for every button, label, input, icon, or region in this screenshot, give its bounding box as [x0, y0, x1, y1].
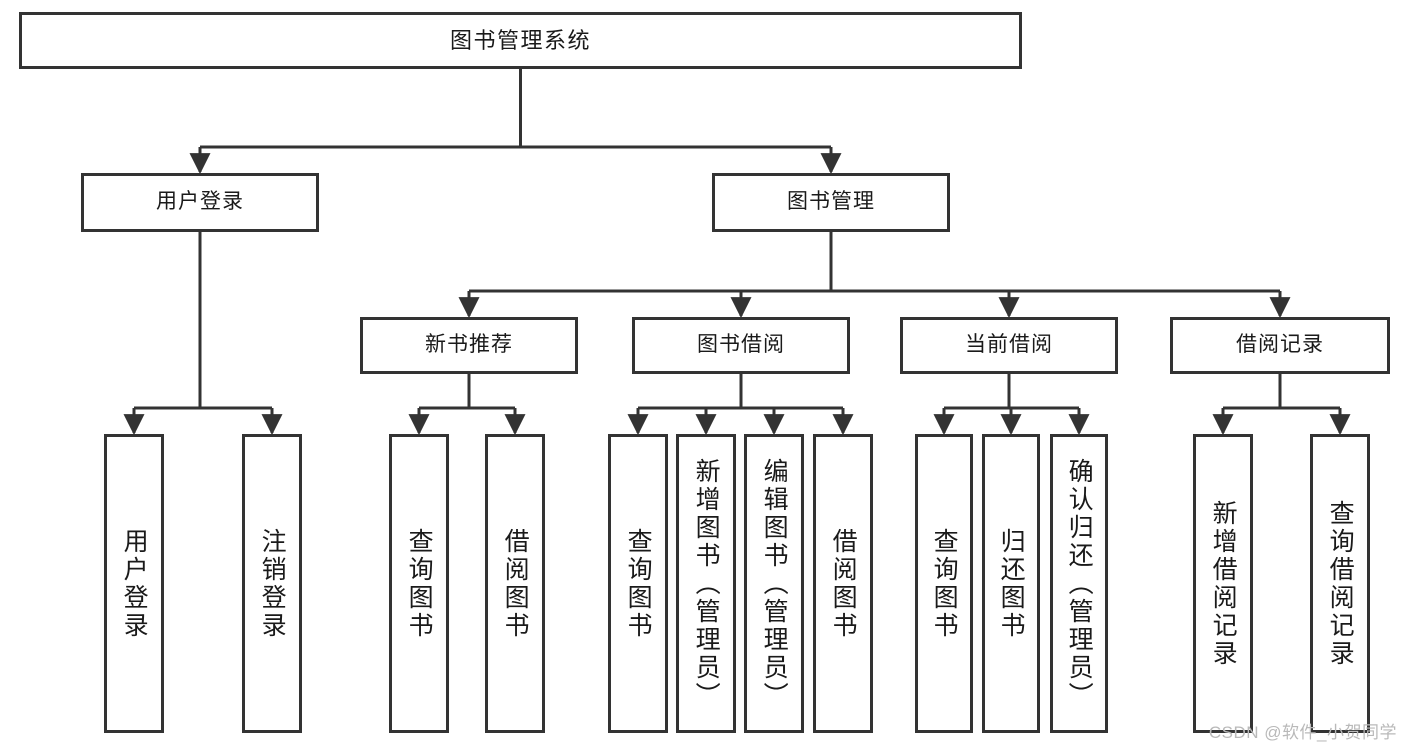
node-label: 注销登录	[258, 527, 287, 640]
node-current[interactable]: 当前借阅	[900, 317, 1118, 374]
node-label: 查询图书	[405, 527, 434, 640]
node-leaf-new-2[interactable]: 借阅图书	[485, 434, 545, 733]
node-label: 确认归还（管理员）	[1065, 457, 1094, 710]
node-borrow[interactable]: 图书借阅	[632, 317, 850, 374]
node-label: 图书借阅	[697, 333, 785, 357]
node-leaf-borrow-1[interactable]: 查询图书	[608, 434, 668, 733]
node-label: 归还图书	[997, 527, 1026, 640]
node-leaf-cur-1[interactable]: 查询图书	[915, 434, 973, 733]
node-leaf-new-1[interactable]: 查询图书	[389, 434, 449, 733]
node-login[interactable]: 用户登录	[81, 173, 319, 232]
node-label: 当前借阅	[965, 333, 1053, 357]
node-leaf-rec-2[interactable]: 查询借阅记录	[1310, 434, 1370, 733]
node-leaf-cur-2[interactable]: 归还图书	[982, 434, 1040, 733]
node-leaf-login-1[interactable]: 用户登录	[104, 434, 164, 733]
node-label: 新增图书（管理员）	[692, 457, 721, 710]
node-label: 新增借阅记录	[1209, 499, 1238, 668]
node-label: 图书管理	[787, 190, 875, 214]
node-label: 用户登录	[120, 527, 149, 640]
node-leaf-cur-3[interactable]: 确认归还（管理员）	[1050, 434, 1108, 733]
node-newbook[interactable]: 新书推荐	[360, 317, 578, 374]
node-label: 查询图书	[624, 527, 653, 640]
node-label: 查询图书	[930, 527, 959, 640]
csdn-watermark: CSDN @软件_小贺同学	[1208, 723, 1397, 742]
node-label: 借阅图书	[829, 527, 858, 640]
node-leaf-borrow-2[interactable]: 新增图书（管理员）	[676, 434, 736, 733]
node-label: 编辑图书（管理员）	[760, 457, 789, 710]
node-leaf-borrow-4[interactable]: 借阅图书	[813, 434, 873, 733]
node-label: 借阅图书	[501, 527, 530, 640]
node-label: 新书推荐	[425, 333, 513, 357]
node-label: 用户登录	[156, 190, 244, 214]
node-label: 查询借阅记录	[1326, 499, 1355, 668]
node-bookmgmt[interactable]: 图书管理	[712, 173, 950, 232]
node-label: 借阅记录	[1236, 333, 1324, 357]
node-leaf-login-2[interactable]: 注销登录	[242, 434, 302, 733]
node-root[interactable]: 图书管理系统	[19, 12, 1022, 69]
node-leaf-borrow-3[interactable]: 编辑图书（管理员）	[744, 434, 804, 733]
node-label: 图书管理系统	[449, 27, 591, 53]
node-leaf-rec-1[interactable]: 新增借阅记录	[1193, 434, 1253, 733]
node-records[interactable]: 借阅记录	[1170, 317, 1390, 374]
